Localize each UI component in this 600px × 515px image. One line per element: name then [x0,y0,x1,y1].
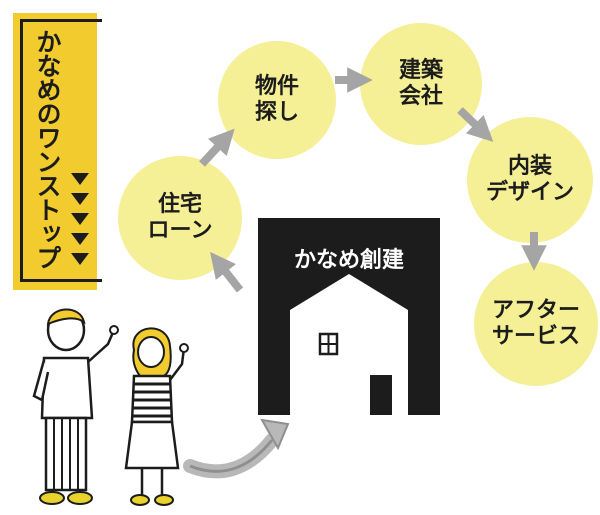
step-housing-loan: 住宅 ローン [118,156,242,280]
man-illustration [32,308,119,505]
company-label: かなめ創建 [293,248,404,273]
window-icon [318,332,339,356]
down-triangle-icon [71,193,89,205]
down-triangle-icon [71,233,89,245]
company-block: かなめ創建 [258,218,440,415]
down-triangle-icon [71,213,89,225]
step-label: 内装 デザイン [485,154,574,205]
woman-illustration [124,327,189,506]
step-construction-company: 建築 会社 [360,23,482,145]
banner-title: かなめのワンストップ [33,29,62,269]
house-icon [290,274,408,415]
banner-frame [20,19,102,282]
step-after-service: アフター サービス [474,262,598,386]
step-property-search: 物件 探し [218,41,336,159]
down-triangle-icon [71,253,89,265]
step-label: 物件 探し [254,74,299,125]
step-interior-design: 内装 デザイン [467,117,593,243]
down-triangle-icon [71,173,89,185]
step-label: アフター サービス [491,298,580,349]
door-icon [370,375,392,415]
step-label: 住宅 ローン [147,192,213,243]
title-banner: かなめのワンストップ [13,13,102,290]
step-label: 建築 会社 [398,58,443,109]
